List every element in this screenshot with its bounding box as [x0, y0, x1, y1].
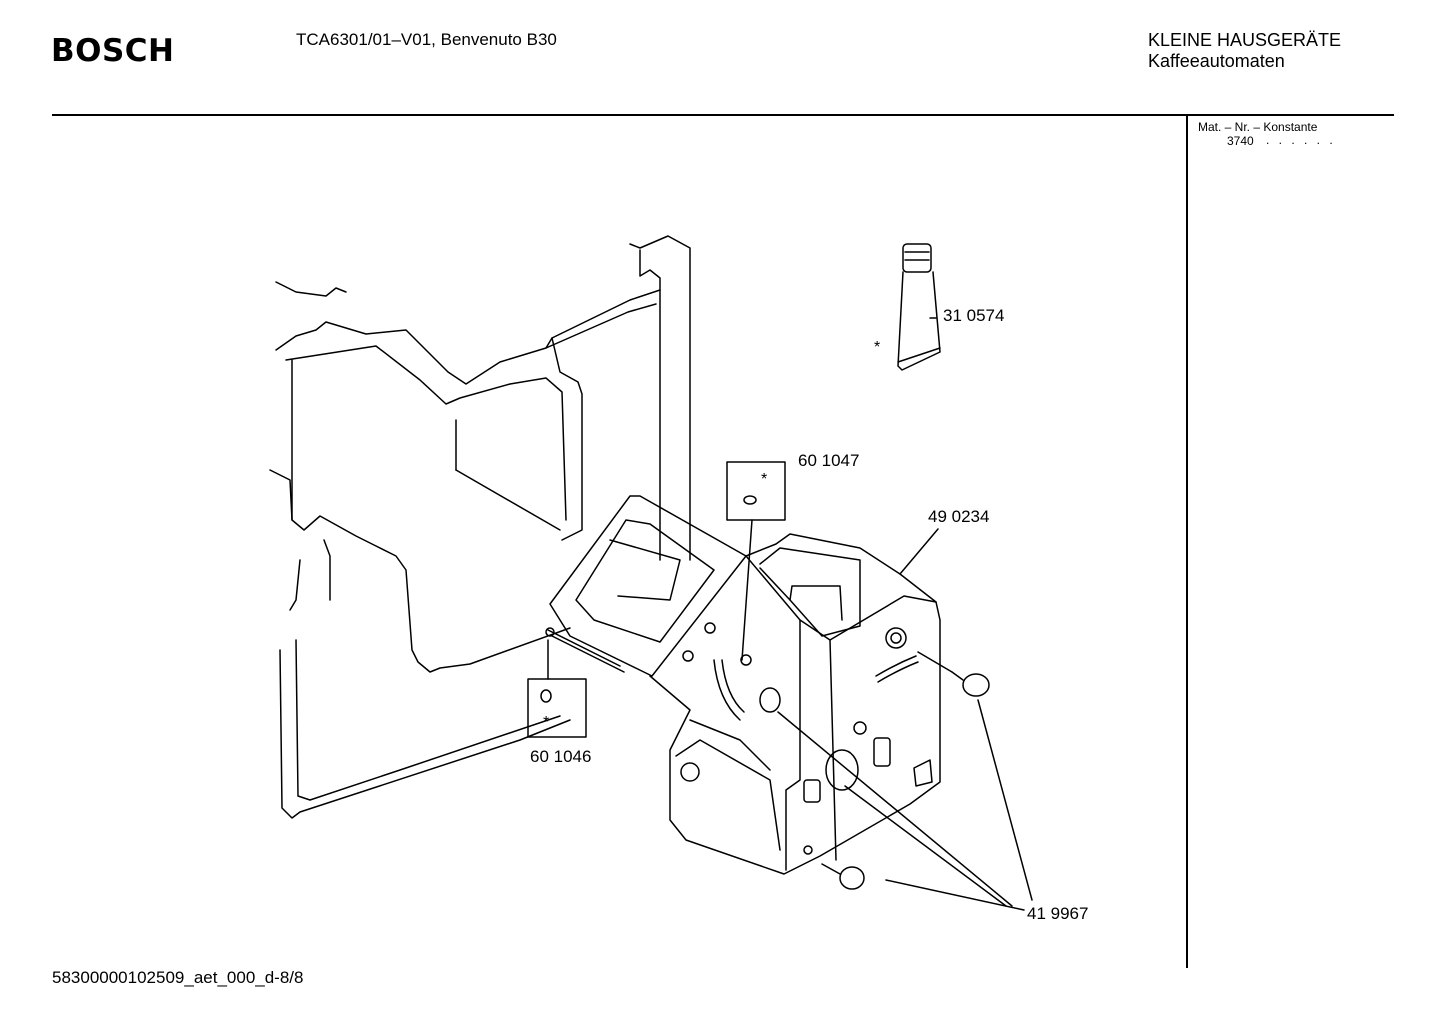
- mat-number-dots: . . . . . .: [1266, 133, 1336, 147]
- seal-box-601046: [527, 639, 587, 738]
- part-number-419967: 41 9967: [1027, 904, 1088, 923]
- part-number-310574: 31 0574: [943, 306, 1004, 325]
- brand-logo: BOSCH: [51, 33, 175, 69]
- mat-number-label: Mat. – Nr. – Konstante: [1198, 120, 1318, 134]
- header-divider: [52, 114, 1394, 116]
- part-number-601047: 60 1047: [798, 451, 859, 470]
- document-id: 58300000102509_aet_000_d-8/8: [52, 968, 304, 987]
- brewing-unit-drawing: [545, 495, 941, 875]
- category-subheading: Kaffeeautomaten: [1148, 51, 1285, 71]
- housing-frame-drawing: [269, 235, 691, 819]
- category-heading: KLEINE HAUSGERÄTE: [1148, 30, 1342, 50]
- mat-number-value: 3740: [1227, 134, 1254, 148]
- plugs-drawing: [777, 651, 1033, 911]
- asterisk-601047: *: [761, 471, 767, 488]
- grease-tube-drawing: [897, 243, 941, 371]
- sidebar-divider: [1186, 116, 1188, 968]
- part-number-490234: 49 0234: [928, 507, 989, 526]
- asterisk-601046: *: [543, 714, 549, 731]
- asterisk-310574: *: [874, 339, 880, 356]
- part-number-601046: 60 1046: [530, 747, 591, 766]
- leader-lines: [899, 317, 939, 575]
- model-title: TCA6301/01–V01, Benvenuto B30: [296, 30, 557, 49]
- seal-box-601047: [726, 461, 786, 661]
